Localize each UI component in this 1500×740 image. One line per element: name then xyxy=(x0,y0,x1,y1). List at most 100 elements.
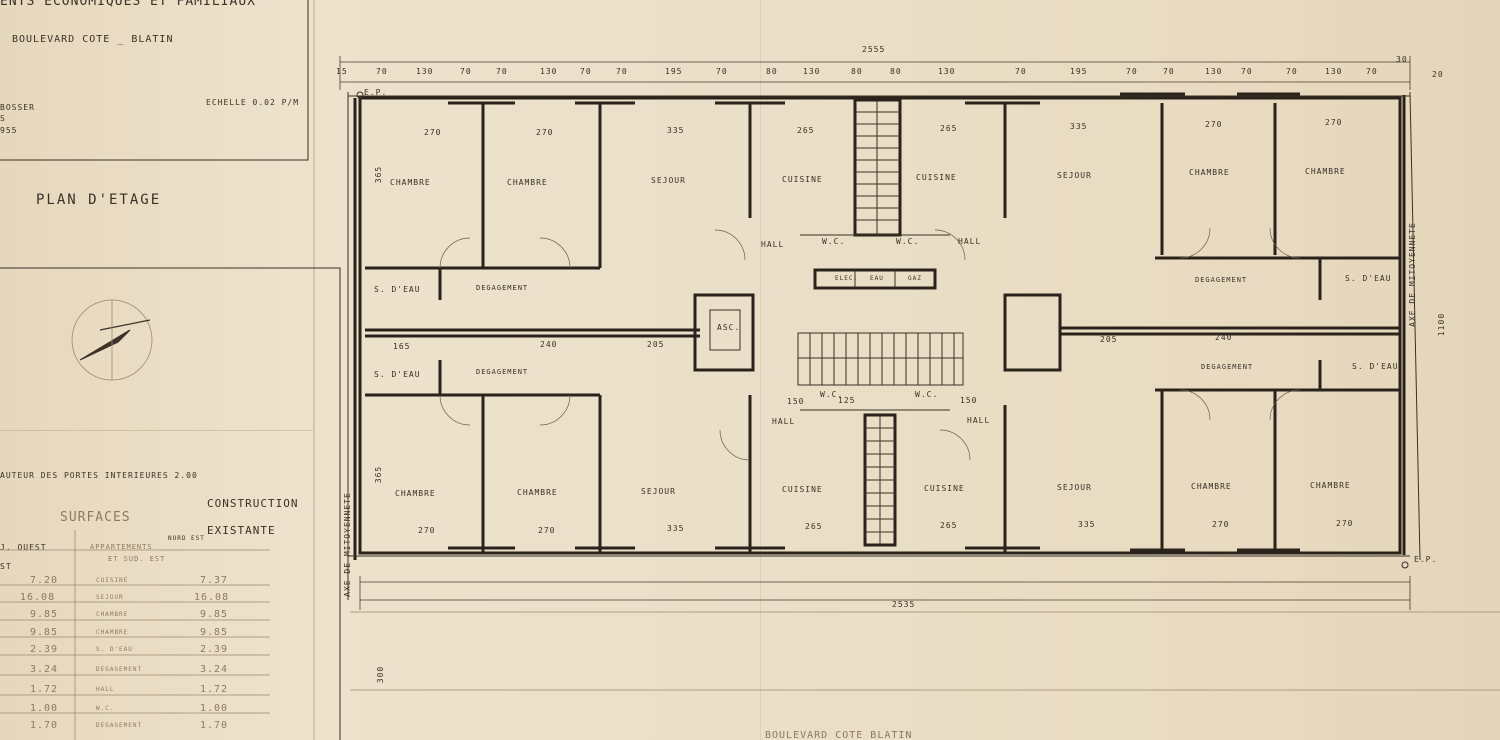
room-sejour-1-dim: 335 xyxy=(667,126,685,135)
room-chambre-3: CHAMBRE xyxy=(1189,168,1230,177)
surfaces-title: SURFACES xyxy=(60,510,131,525)
surface-right-1: 16.08 xyxy=(194,592,230,603)
surface-left-5: 3.24 xyxy=(30,664,59,675)
top-dim-14: 130 xyxy=(938,67,956,76)
room-eau: EAU xyxy=(870,275,884,282)
room-degagement-3: DEGAGEMENT xyxy=(1195,276,1248,284)
surface-right-3: 9.85 xyxy=(200,627,229,638)
dim-150-left: 150 xyxy=(787,397,805,406)
surface-label-6: HALL xyxy=(96,686,115,693)
room-degagement-4: DEGAGEMENT xyxy=(1201,363,1254,371)
room-chambre-6: CHAMBRE xyxy=(517,488,558,497)
room-cuisine-3-dim: 265 xyxy=(805,522,823,531)
room-cuisine-2: CUISINE xyxy=(916,173,957,182)
side-dim: 1100 xyxy=(1437,312,1447,337)
room-sejour-3-dim: 335 xyxy=(667,524,685,533)
top-dim-2: 130 xyxy=(416,67,434,76)
ep-top: E.P. xyxy=(364,88,388,97)
room-chambre-2-dim: 270 xyxy=(536,128,554,137)
room-wc-2: W.C. xyxy=(896,237,920,246)
dim-300: 300 xyxy=(376,665,386,684)
ep-bottom: E.P. xyxy=(1414,555,1438,564)
dim-240-left: 240 xyxy=(540,340,558,349)
room-chambre-7-dim: 270 xyxy=(1212,520,1230,529)
top-dim-8: 195 xyxy=(665,67,683,76)
room-cuisine-1-dim: 265 xyxy=(797,126,815,135)
surface-label-4: S. D'EAU xyxy=(96,646,133,653)
surface-label-2: CHAMBRE xyxy=(96,611,129,618)
room-chambre-6-dim: 270 xyxy=(538,526,556,535)
boulevard-bottom-label: BOULEVARD COTE BLATIN xyxy=(765,730,913,740)
surface-right-7: 1.00 xyxy=(200,703,229,714)
top-dimension-line xyxy=(339,56,1411,90)
top-dim-25: 20 xyxy=(1432,70,1444,79)
room-sejour-3: SEJOUR xyxy=(641,487,676,496)
top-dim-15: 70 xyxy=(1015,67,1027,76)
surface-left-4: 2.39 xyxy=(30,644,59,655)
top-dim-4: 70 xyxy=(496,67,508,76)
dim-165: 165 xyxy=(393,342,411,351)
room-chambre-5-dim: 270 xyxy=(418,526,436,535)
date-fragment: 955 xyxy=(0,126,18,135)
room-chambre-4-dim: 270 xyxy=(1325,118,1343,127)
total-bottom-dim: 2535 xyxy=(892,600,916,609)
room-sejour-1: SEJOUR xyxy=(651,176,686,185)
dim-365-left-bottom: 365 xyxy=(374,465,384,484)
surface-right-8: 1.70 xyxy=(200,720,229,731)
existante-label: EXISTANTE xyxy=(207,524,276,537)
surface-label-1: SEJOUR xyxy=(96,594,124,601)
author-line2: S xyxy=(0,114,6,123)
room-hall-1: HALL xyxy=(761,240,785,249)
room-cuisine-3: CUISINE xyxy=(782,485,823,494)
surface-left-8: 1.70 xyxy=(30,720,59,731)
col-left-header: J. OUEST xyxy=(0,543,47,552)
surface-left-7: 1.00 xyxy=(30,703,59,714)
room-cuisine-4-dim: 265 xyxy=(940,521,958,530)
door-swings xyxy=(439,227,1301,461)
surface-label-8: DEGAGEMENT xyxy=(96,722,143,729)
dim-150-right: 150 xyxy=(960,396,978,405)
top-dim-24: 30 xyxy=(1396,55,1408,64)
surface-right-6: 1.72 xyxy=(200,684,229,695)
room-sejour-2: SEJOUR xyxy=(1057,171,1092,180)
room-hall-4: HALL xyxy=(967,416,991,425)
room-wc-1: W.C. xyxy=(822,237,846,246)
col-apartments-header2: ET SUD. EST xyxy=(108,555,166,563)
top-dim-13: 80 xyxy=(890,67,902,76)
compass-rose xyxy=(71,299,153,381)
dim-205-right: 205 xyxy=(1100,335,1118,344)
col-left-header2: ST xyxy=(0,562,12,571)
top-dim-21: 70 xyxy=(1286,67,1298,76)
door-height-note: AUTEUR DES PORTES INTERIEURES 2.00 xyxy=(0,471,198,480)
surface-label-3: CHAMBRE xyxy=(96,629,129,636)
room-chambre-8: CHAMBRE xyxy=(1310,481,1351,490)
fold-line-vertical xyxy=(313,0,315,740)
top-dim-18: 70 xyxy=(1163,67,1175,76)
surface-left-0: 7.20 xyxy=(30,575,59,586)
top-dim-10: 80 xyxy=(766,67,778,76)
room-hall-2: HALL xyxy=(958,237,982,246)
top-dim-6: 70 xyxy=(580,67,592,76)
surface-label-5: DEGAGEMENT xyxy=(96,666,143,673)
address-label: BOULEVARD COTE _ BLATIN xyxy=(12,34,174,45)
top-dim-5: 130 xyxy=(540,67,558,76)
room-sdeau-4: S. D'EAU xyxy=(1352,362,1399,371)
scale-label: ECHELLE 0.02 P/M xyxy=(206,98,300,107)
surface-label-0: CUISINE xyxy=(96,577,129,584)
room-cuisine-2-dim: 265 xyxy=(940,124,958,133)
top-dim-12: 80 xyxy=(851,67,863,76)
room-chambre-1-dim: 270 xyxy=(424,128,442,137)
room-sejour-4-dim: 335 xyxy=(1078,520,1096,529)
room-wc-3: W.C. xyxy=(820,390,844,399)
surface-right-4: 2.39 xyxy=(200,644,229,655)
title-block-border xyxy=(0,0,309,161)
room-sejour-4: SEJOUR xyxy=(1057,483,1092,492)
top-dim-23: 70 xyxy=(1366,67,1378,76)
bottom-partitions xyxy=(365,360,1400,553)
top-dim-16: 195 xyxy=(1070,67,1088,76)
room-chambre-7: CHAMBRE xyxy=(1191,482,1232,491)
top-dim-0: 15 xyxy=(336,67,348,76)
top-dim-22: 130 xyxy=(1325,67,1343,76)
mitoyennete-left: AXE DE MITOYENNETE xyxy=(342,492,352,597)
